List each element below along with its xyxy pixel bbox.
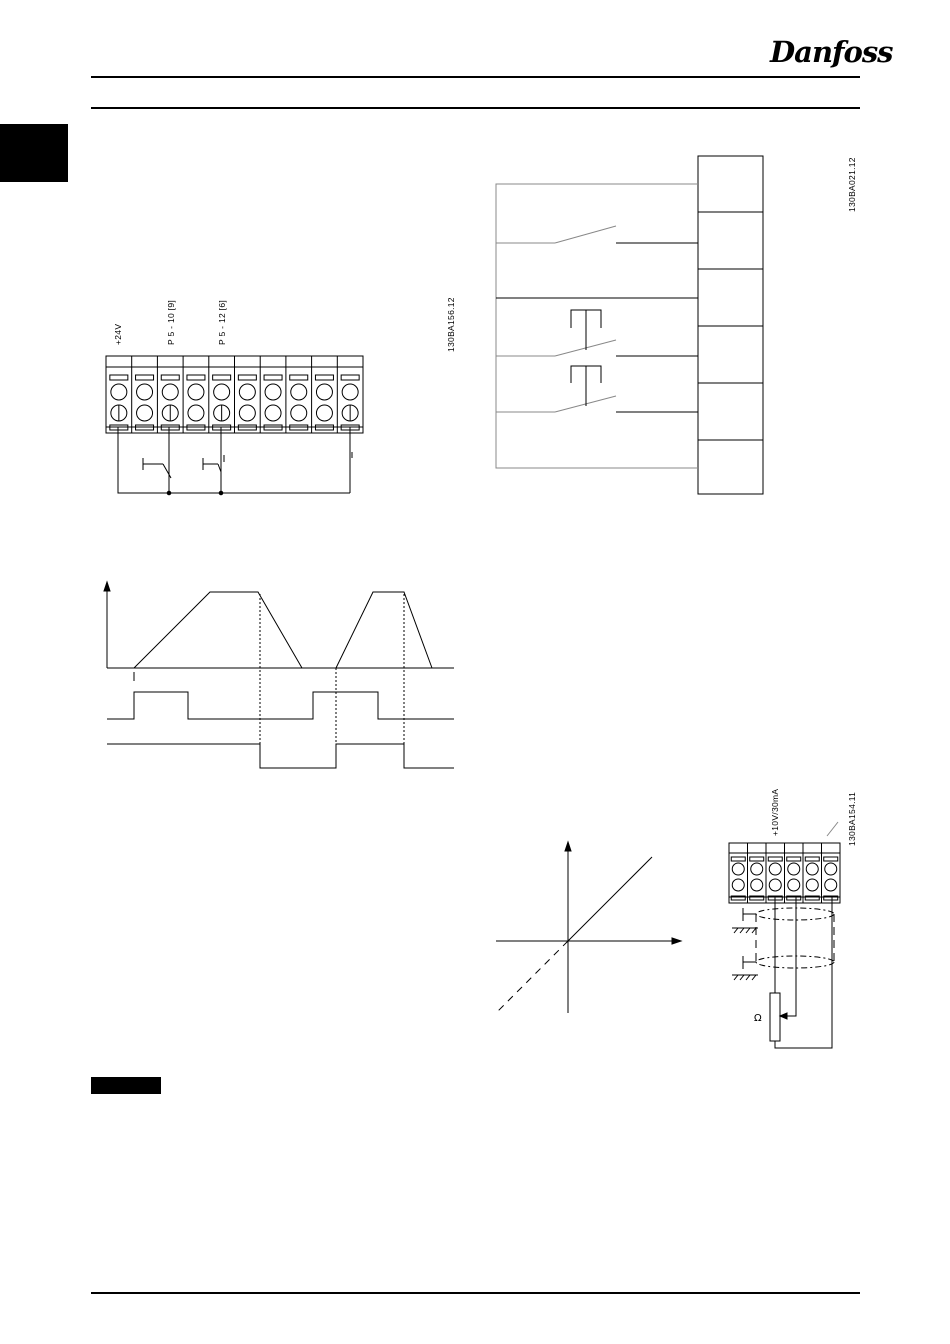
- terminal-slot: [290, 375, 308, 380]
- terminal-slot: [824, 857, 838, 861]
- terminal-screw: [788, 863, 800, 875]
- terminal-slot: [136, 375, 154, 380]
- relay-figure: [496, 156, 763, 494]
- terminal-slot: [264, 375, 282, 380]
- terminal-slot: [805, 857, 819, 861]
- terminal-screw: [162, 384, 178, 400]
- terminal-screw: [291, 405, 307, 421]
- terminal-screw: [239, 384, 255, 400]
- terminal-screw: [188, 405, 204, 421]
- terminal-screw: [806, 863, 818, 875]
- terminal-screw: [732, 863, 744, 875]
- terminal-block-figure: [106, 356, 363, 495]
- terminal-slot: [315, 375, 333, 380]
- linear-graph: [496, 842, 681, 1013]
- terminal-screw: [291, 384, 307, 400]
- terminal-slot: [341, 375, 359, 380]
- terminal-slot: [110, 375, 128, 380]
- terminal-screw: [239, 405, 255, 421]
- terminal-screw: [265, 384, 281, 400]
- common-wire: [118, 427, 350, 493]
- terminal-screw: [769, 879, 781, 891]
- terminal-screw: [214, 384, 230, 400]
- terminal-screw: [788, 879, 800, 891]
- terminal-screw: [316, 384, 332, 400]
- terminal-screw: [342, 384, 358, 400]
- terminal-slot: [161, 375, 179, 380]
- timing-diagram: [104, 582, 454, 768]
- terminal-slot: [787, 857, 801, 861]
- terminal-screw: [265, 405, 281, 421]
- terminal-screw: [769, 863, 781, 875]
- ohm-symbol: Ω: [754, 1013, 762, 1024]
- terminal-slot: [238, 375, 256, 380]
- potentiometer-resistor: [770, 993, 780, 1041]
- terminal-screw: [188, 384, 204, 400]
- terminal-screw: [732, 879, 744, 891]
- terminal-screw: [111, 384, 127, 400]
- terminal-screw: [825, 879, 837, 891]
- terminal-slot: [187, 375, 205, 380]
- terminal-screw: [806, 879, 818, 891]
- terminal-screw: [316, 405, 332, 421]
- terminal-slot: [750, 857, 764, 861]
- terminal-screw: [137, 405, 153, 421]
- terminal-screw: [751, 879, 763, 891]
- terminal-slot: [768, 857, 782, 861]
- terminal-screw: [751, 863, 763, 875]
- potentiometer-figure: Ω: [729, 822, 840, 1048]
- terminal-slot: [213, 375, 231, 380]
- terminal-screw: [825, 863, 837, 875]
- terminal-slot: [731, 857, 745, 861]
- terminal-screw: [137, 384, 153, 400]
